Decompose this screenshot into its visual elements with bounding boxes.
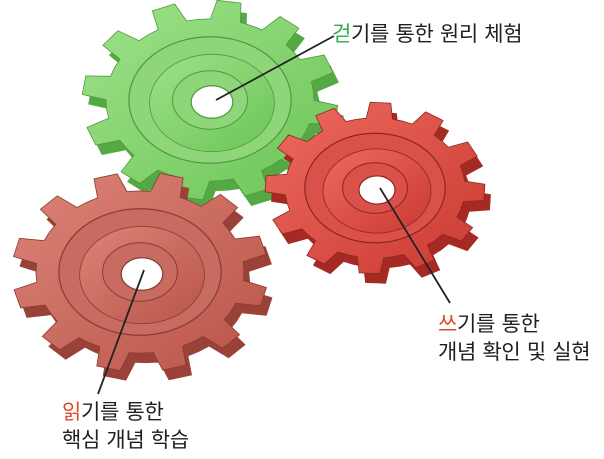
- label-write-text-line2: 개념 확인 및 실현: [438, 340, 591, 364]
- gear-read: [12, 172, 273, 381]
- pointer-line-write: [379, 187, 451, 304]
- label-walk-text: 기를 통한 원리 체험: [351, 22, 523, 46]
- label-read-highlight: 읽: [62, 400, 82, 424]
- label-walk: 걷기를 통한 원리 체험: [332, 20, 523, 48]
- gear-walk: [81, 0, 344, 210]
- pointer-line-walk: [215, 35, 335, 101]
- label-write-text-line1: 기를 통한: [457, 312, 540, 336]
- pointer-line-read: [97, 269, 145, 395]
- gear-write: [264, 101, 491, 284]
- label-write: 쓰기를 통한 개념 확인 및 실현: [438, 310, 591, 366]
- label-read: 읽기를 통한 핵심 개념 학습: [62, 398, 189, 454]
- gear-write-hole: [358, 175, 396, 205]
- label-read-text-line1: 기를 통한: [81, 400, 164, 424]
- gear-walk-hole: [190, 85, 234, 119]
- label-write-highlight: 쓰: [438, 312, 458, 336]
- label-walk-highlight: 걷: [332, 22, 352, 46]
- label-read-text-line2: 핵심 개념 학습: [62, 428, 189, 452]
